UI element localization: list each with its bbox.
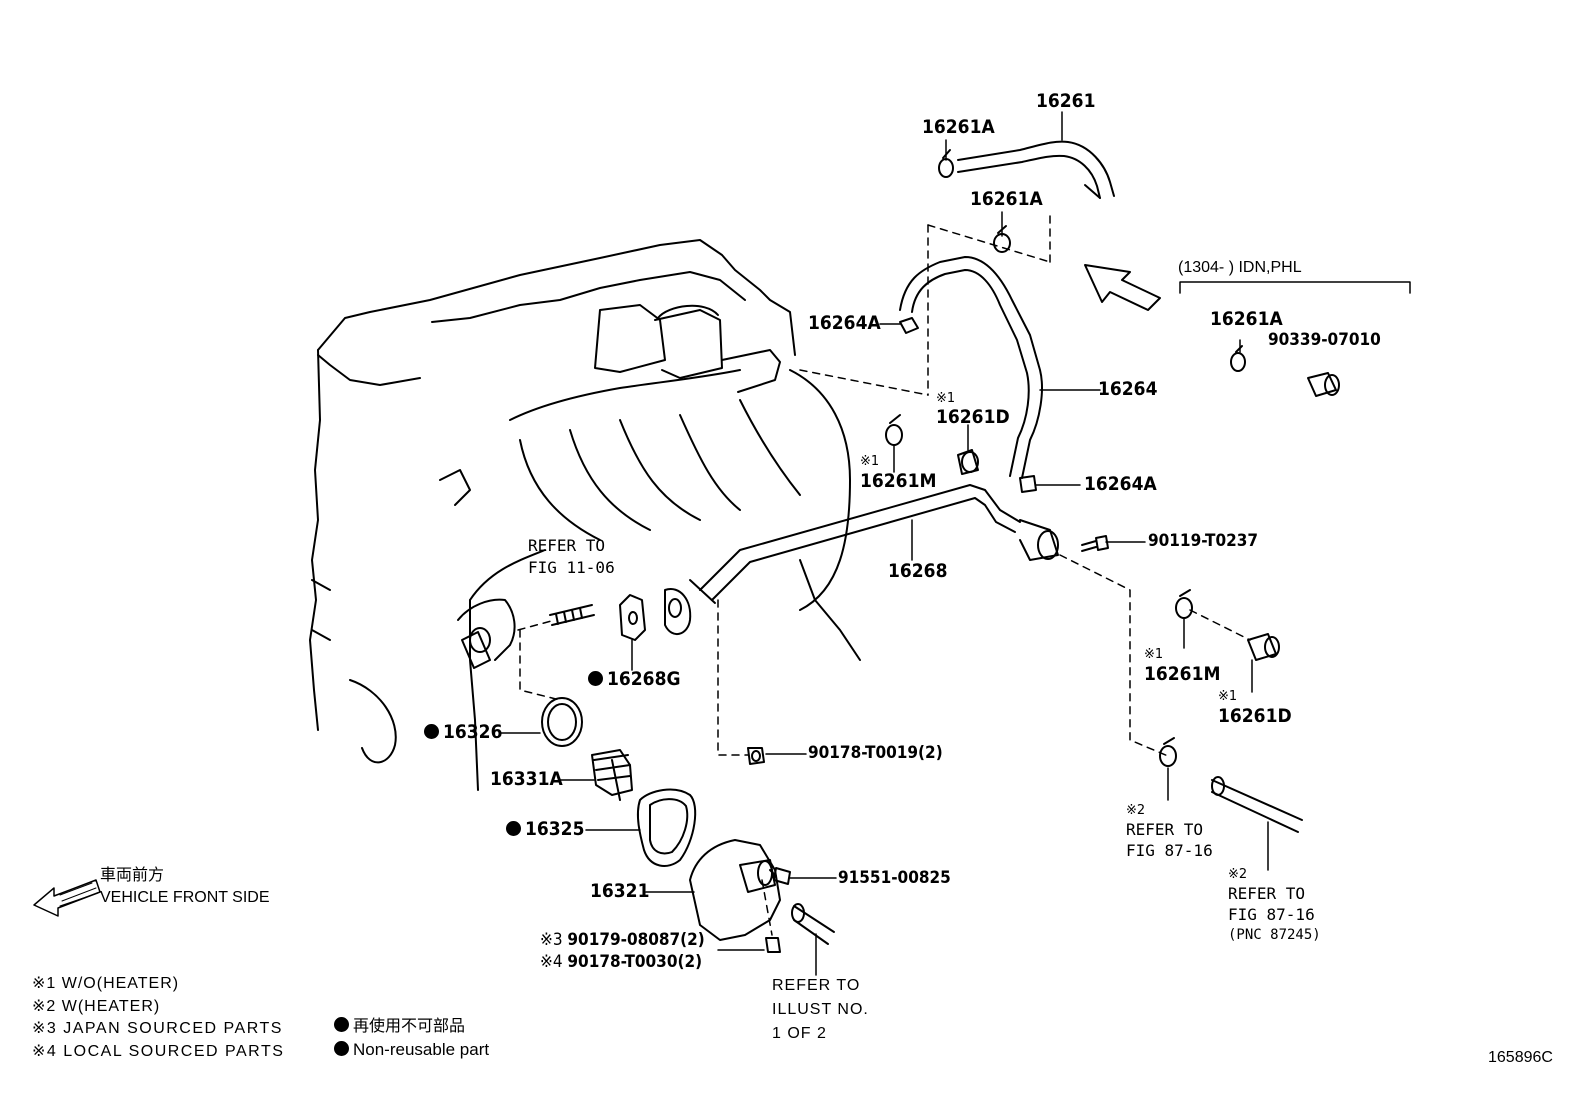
legend-text: 再使用不可部品 (353, 1018, 466, 1035)
refer-fig-87-16-b-line1[interactable]: REFER TO (1228, 884, 1306, 903)
part-number: 16268G (607, 668, 681, 690)
part-label-16321[interactable]: 16321 (590, 880, 650, 902)
hose-16264 (899, 256, 1043, 479)
refer-fig-87-16-b-line3[interactable]: (PNC 87245) (1228, 927, 1321, 943)
part-label-16261A-variant[interactable]: 16261A (1210, 308, 1283, 330)
part-number: 16326 (443, 721, 503, 743)
engine-block (309, 239, 861, 791)
note-mark-2-b: ※2 (1228, 867, 1248, 882)
note-mark-2-a: ※2 (1126, 803, 1146, 818)
bolts (747, 535, 1109, 953)
legend-text: Non-reusable part (353, 1040, 490, 1059)
part-label-16325[interactable]: 16325 (506, 820, 584, 839)
part-label-16264[interactable]: 16264 (1098, 378, 1158, 400)
refer-fig-87-16-a-line1[interactable]: REFER TO (1126, 820, 1204, 839)
refer-fig-11-06-line2[interactable]: FIG 11-06 (528, 558, 615, 577)
part-label-90178-T0019[interactable]: 90178-T0019(2) (808, 743, 943, 763)
note-mark-3: ※3 (540, 930, 563, 950)
refer-illust-line2[interactable]: ILLUST NO. (772, 1001, 869, 1018)
non-reusable-dot (588, 671, 603, 686)
refer-fig-87-16-a-line2[interactable]: FIG 87-16 (1126, 841, 1213, 860)
part-label-90339-07010[interactable]: 90339-07010 (1268, 330, 1381, 350)
part-label-90179-08087[interactable]: ※3 90179-08087(2) (540, 932, 705, 949)
part-label-16264A-lower[interactable]: 16264A (1084, 473, 1157, 495)
thermostat-parts (457, 594, 781, 941)
legend-nonreuse-en: Non-reusable part (334, 1041, 489, 1058)
legend-note-1: ※1 W/O(HEATER) (32, 975, 180, 992)
part-label-90119-T0237[interactable]: 90119-T0237 (1148, 531, 1259, 551)
part-label-16261M-lower[interactable]: 16261M (1144, 663, 1221, 685)
refer-fig-11-06-line1[interactable]: REFER TO (528, 536, 606, 555)
part-number: 90179-08087(2) (567, 930, 705, 950)
non-reusable-dot (506, 821, 521, 836)
part-label-16261M-upper[interactable]: 16261M (860, 470, 937, 492)
leader-lines (499, 111, 1269, 976)
part-label-16261A-middle[interactable]: 16261A (970, 188, 1043, 210)
note-mark-1-d: ※1 (1218, 689, 1238, 704)
bypass-pipe (664, 484, 1059, 635)
diagram-id: 165896C (1488, 1049, 1553, 1066)
legend-note-4: ※4 LOCAL SOURCED PARTS (32, 1043, 285, 1060)
legend-nonreuse-jp: 再使用不可部品 (334, 1017, 465, 1035)
part-number: 16325 (525, 818, 585, 840)
note-mark-4: ※4 (540, 952, 563, 972)
note-mark-1-c: ※1 (1144, 647, 1164, 662)
non-reusable-dot (424, 724, 439, 739)
refer-illust-line1[interactable]: REFER TO (772, 977, 861, 994)
refer-illust-line3[interactable]: 1 OF 2 (772, 1025, 827, 1042)
hose-plugs (957, 372, 1340, 661)
part-label-16326[interactable]: 16326 (424, 723, 502, 742)
legend-note-2: ※2 W(HEATER) (32, 998, 161, 1015)
part-label-16261D-upper[interactable]: 16261D (936, 406, 1010, 428)
part-label-90178-T0030[interactable]: ※4 90178-T0030(2) (540, 954, 702, 971)
heater-hoses (791, 776, 1303, 945)
part-label-91551-00825[interactable]: 91551-00825 (838, 868, 951, 888)
part-number: 90178-T0030(2) (567, 952, 703, 972)
direction-label-jp: 車両前方 (100, 867, 165, 884)
note-mark-1-a: ※1 (936, 391, 956, 406)
part-label-16261[interactable]: 16261 (1036, 90, 1096, 112)
part-label-16268G[interactable]: 16268G (588, 670, 681, 689)
legend-note-3: ※3 JAPAN SOURCED PARTS (32, 1020, 283, 1037)
note-mark-1-b: ※1 (860, 454, 880, 469)
variant-label: (1304- ) IDN,PHL (1178, 259, 1302, 276)
direction-label-en: VEHICLE FRONT SIDE (100, 889, 270, 906)
part-label-16331A[interactable]: 16331A (490, 768, 563, 790)
direction-arrows (33, 264, 1161, 917)
non-reusable-dot (334, 1041, 349, 1056)
refer-fig-87-16-b-line2[interactable]: FIG 87-16 (1228, 905, 1315, 924)
dashed-connectors (517, 209, 1251, 936)
part-label-16268[interactable]: 16268 (888, 560, 948, 582)
part-label-16261D-lower[interactable]: 16261D (1218, 705, 1292, 727)
hose-16261 (957, 140, 1115, 199)
part-label-16264A-upper[interactable]: 16264A (808, 312, 881, 334)
non-reusable-dot (334, 1017, 349, 1032)
part-label-16261A-top[interactable]: 16261A (922, 116, 995, 138)
